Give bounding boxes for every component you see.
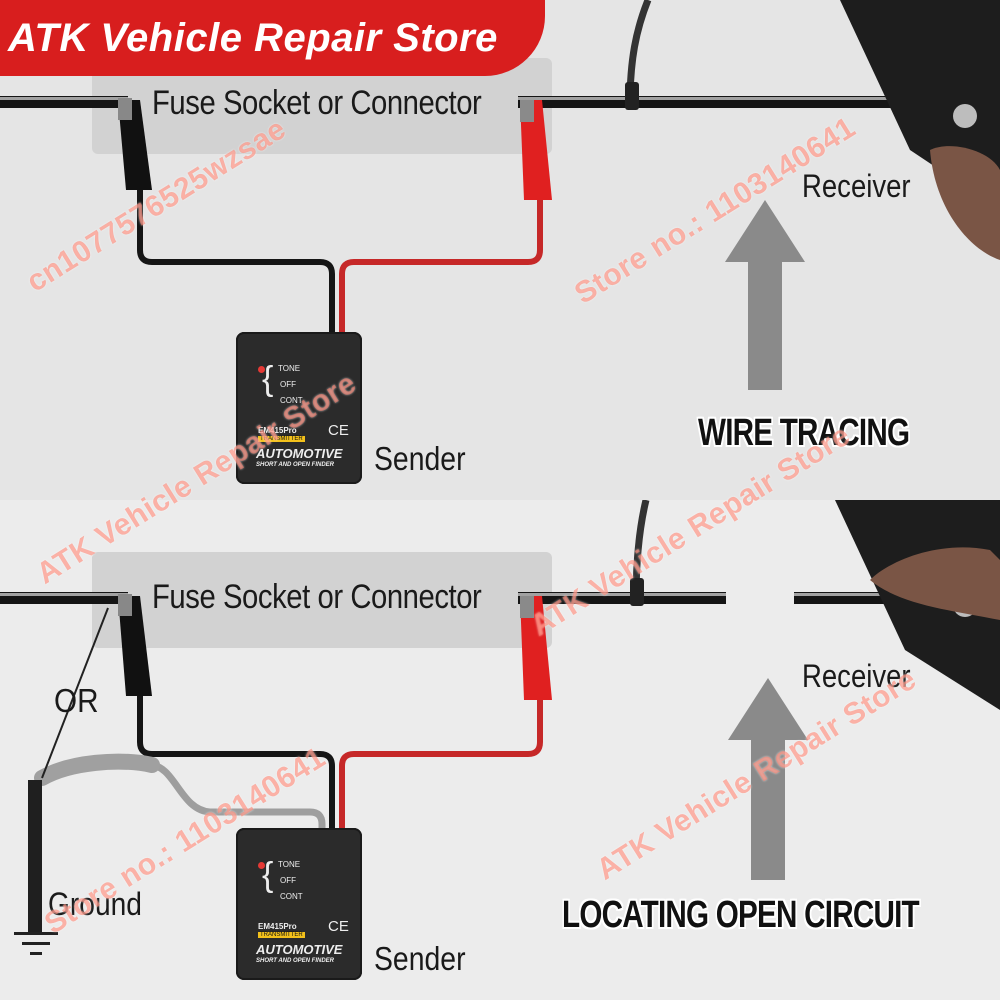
- or-label: OR: [54, 682, 99, 719]
- switch-bracket-icon: {: [262, 856, 274, 894]
- red-lead-wire: [339, 190, 543, 335]
- sender-device: { TONE OFF CONT EM415Pro TRANSMITTER CE …: [236, 828, 362, 980]
- red-alligator-clip: [520, 596, 552, 700]
- grey-alligator-clip: [34, 753, 160, 786]
- receiver-device: [835, 500, 1000, 710]
- ce-mark: CE: [328, 422, 349, 439]
- switch-bracket-icon: {: [262, 360, 274, 398]
- wire-tracing-caption: WIRE TRACING: [698, 412, 910, 454]
- fuse-socket-highlight: [92, 552, 552, 648]
- hand-icon: [870, 547, 1000, 620]
- receiver-probe-tip: [625, 82, 639, 110]
- store-banner: ATK Vehicle Repair Store: [0, 0, 545, 76]
- receiver-label: Receiver: [802, 168, 911, 204]
- receiver-button: [953, 104, 977, 128]
- open-circuit-panel: { TONE OFF CONT EM415Pro TRANSMITTER CE …: [0, 500, 1000, 1000]
- ce-mark: CE: [328, 918, 349, 935]
- device-model: EM415Pro: [258, 922, 297, 931]
- red-alligator-clip: [520, 100, 552, 200]
- switch-label-tone: TONE: [278, 860, 301, 869]
- switch-label-off: OFF: [280, 380, 296, 389]
- switch-label-cont: CONT: [280, 396, 303, 405]
- open-circuit-illustration: [0, 500, 1000, 955]
- sender-label: Sender: [374, 940, 466, 977]
- ground-symbol-icon: [14, 932, 58, 955]
- fuse-socket-label: Fuse Socket or Connector: [152, 84, 482, 122]
- switch-label-tone: TONE: [278, 364, 301, 373]
- switch-label-off: OFF: [280, 876, 296, 885]
- hand-icon: [930, 146, 1000, 260]
- ground-label: Ground: [48, 886, 142, 922]
- switch-label-cont: CONT: [280, 892, 303, 901]
- transmitter-badge: TRANSMITTER: [258, 932, 305, 938]
- device-brand: AUTOMOTIVE: [256, 446, 343, 461]
- ground-post: [28, 780, 42, 932]
- sender-label: Sender: [374, 440, 466, 477]
- transmitter-badge: TRANSMITTER: [258, 436, 305, 442]
- device-brand: AUTOMOTIVE: [256, 942, 343, 957]
- device-subtitle: SHORT AND OPEN FINDER: [256, 958, 335, 964]
- sender-device: { TONE OFF CONT EM415Pro TRANSMITTER CE …: [236, 332, 362, 484]
- black-lead-wire: [137, 190, 335, 335]
- black-alligator-clip: [118, 594, 152, 696]
- up-arrow-icon: [725, 200, 805, 390]
- device-subtitle: SHORT AND OPEN FINDER: [256, 462, 335, 468]
- led-indicator-icon: [258, 862, 265, 869]
- black-alligator-clip: [118, 98, 152, 190]
- red-lead-wire: [339, 690, 543, 830]
- wire-tracing-illustration: [0, 0, 1000, 390]
- fuse-socket-label: Fuse Socket or Connector: [152, 578, 482, 616]
- receiver-device: [840, 0, 1000, 260]
- open-circuit-caption: LOCATING OPEN CIRCUIT: [562, 894, 920, 936]
- or-connection-line: [41, 607, 109, 779]
- black-lead-wire: [137, 690, 335, 830]
- led-indicator-icon: [258, 366, 265, 373]
- store-banner-title: ATK Vehicle Repair Store: [8, 16, 498, 60]
- ground-lead-wire: [149, 761, 326, 830]
- receiver-label: Receiver: [802, 658, 911, 694]
- receiver-probe-tip: [630, 578, 644, 606]
- up-arrow-icon: [728, 678, 808, 880]
- device-model: EM415Pro: [258, 426, 297, 435]
